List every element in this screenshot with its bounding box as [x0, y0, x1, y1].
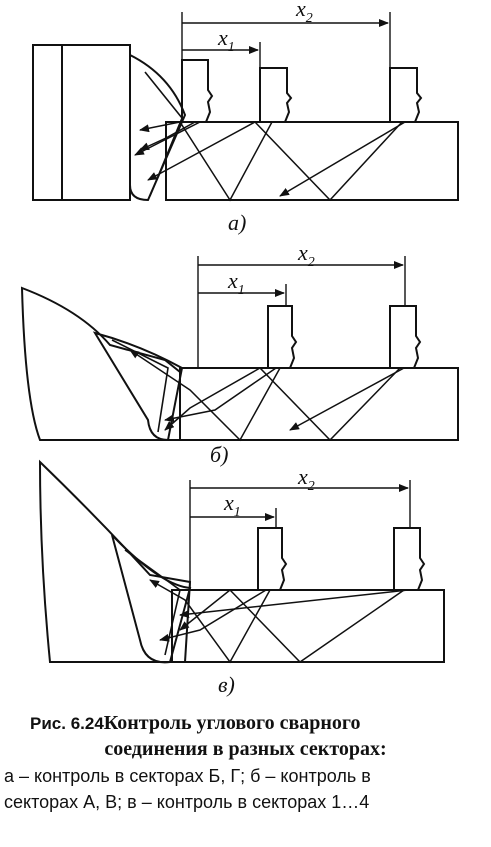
- panel-a-weld-bead: [129, 53, 187, 202]
- panel-a-vertical-plate: [32, 44, 131, 201]
- panel-b-probe-1: [267, 305, 298, 369]
- caption-description-line-2: секторах А, В; в – контроль в секторах 1…: [4, 792, 370, 812]
- panel-b-labels: x2 x1 б): [210, 240, 315, 467]
- panel-c-drawing: [38, 459, 445, 664]
- panel-b-vertical-plate: [20, 286, 181, 441]
- caption-title-part-1: Контроль углового сварного: [103, 712, 361, 734]
- panel-a-drawing: [32, 12, 459, 202]
- panel-a-probe-3: [389, 67, 423, 123]
- panel-b-base-plate: [179, 367, 459, 441]
- svg-text:x2: x2: [297, 240, 315, 270]
- panel-c-labels: x2 x1 в): [218, 464, 315, 697]
- panel-b-weld-bead: [92, 331, 184, 442]
- caption-figure-number: Рис. 6.24: [30, 714, 104, 733]
- panel-b-drawing: [20, 256, 459, 442]
- figure-caption: Рис. 6.24Контроль углового сварного соед…: [0, 712, 491, 847]
- panel-a-probe-1: [181, 59, 214, 123]
- panel-a-labels: x2 x1 а): [217, 0, 313, 235]
- figure-6-24: x2 x1 а) x2 x1 б) x2 x1 в): [20, 0, 459, 697]
- svg-text:x1: x1: [217, 25, 235, 55]
- caption-title-line-2: соединения в разных секторах:: [104, 738, 387, 760]
- caption-title-line-1: Рис. 6.24Контроль углового сварного: [30, 712, 360, 735]
- panel-c-probe-2: [393, 527, 426, 591]
- panel-a-probe-2: [259, 67, 293, 123]
- svg-text:x1: x1: [227, 268, 245, 298]
- panel-a-base-plate: [165, 121, 459, 201]
- caption-description-line-1: а – контроль в секторах Б, Г; б – контро…: [4, 766, 371, 786]
- svg-text:x2: x2: [295, 0, 313, 26]
- panel-c-label: в): [218, 672, 235, 697]
- panel-a-label: а): [228, 210, 246, 235]
- panel-c-base-plate: [171, 589, 445, 663]
- panel-b-label: б): [210, 442, 228, 467]
- panel-b-probe-2: [389, 305, 422, 369]
- svg-text:x2: x2: [297, 464, 315, 494]
- svg-text:x1: x1: [223, 490, 241, 520]
- panel-c-vertical-plate: [38, 459, 192, 663]
- panel-c-probe-1: [257, 527, 288, 591]
